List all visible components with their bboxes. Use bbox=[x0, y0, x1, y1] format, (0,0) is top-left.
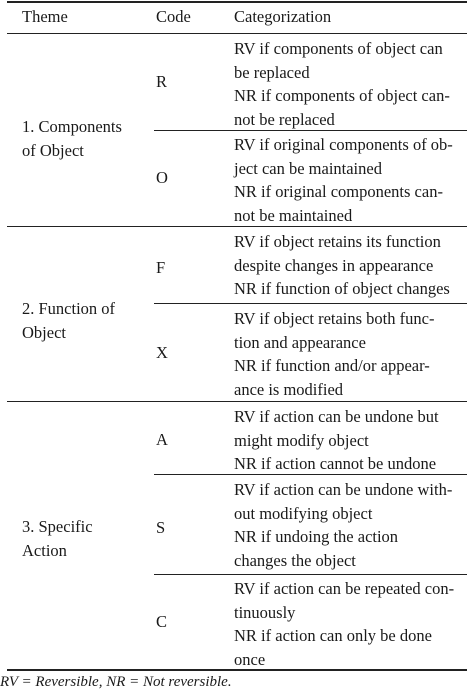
categorization-cell: RV if object retains its function despit… bbox=[234, 232, 450, 299]
code-label: X bbox=[156, 343, 168, 362]
code-separator bbox=[154, 474, 467, 475]
table-bottom-rule bbox=[7, 669, 467, 671]
table-top-rule bbox=[7, 1, 467, 3]
theme-label: 1. Components of Object bbox=[22, 117, 122, 160]
header-categorization: Categorization bbox=[234, 7, 332, 26]
categorization-cell: RV if object retains both func- tion and… bbox=[234, 309, 435, 400]
code-label: F bbox=[156, 258, 166, 277]
header-theme: Theme bbox=[22, 7, 68, 26]
header-rule bbox=[7, 33, 467, 34]
theme-label: 2. Function of Object bbox=[22, 299, 116, 342]
categorization-cell: RV if original components of ob- ject ca… bbox=[234, 135, 453, 226]
code-separator bbox=[154, 574, 467, 575]
code-label: S bbox=[156, 518, 166, 537]
code-label: O bbox=[156, 168, 168, 187]
code-label: R bbox=[156, 72, 168, 91]
header-code: Code bbox=[156, 7, 191, 26]
table-caption: RV = Reversible, NR = Not reversible. bbox=[0, 674, 232, 690]
theme-separator bbox=[7, 226, 467, 227]
categorization-cell: RV if action can be undone with- out mod… bbox=[234, 480, 453, 571]
code-label: C bbox=[156, 612, 168, 631]
categorization-cell: RV if action can be repeated con- tinuou… bbox=[234, 579, 455, 670]
code-label: A bbox=[156, 430, 168, 449]
theme-label: 3. Specific Action bbox=[22, 517, 93, 560]
code-separator bbox=[154, 303, 467, 304]
theme-separator bbox=[7, 401, 467, 402]
code-separator bbox=[154, 130, 467, 131]
categorization-cell: RV if action can be undone but might mod… bbox=[234, 407, 439, 474]
categorization-cell: RV if components of object can be replac… bbox=[234, 39, 450, 130]
